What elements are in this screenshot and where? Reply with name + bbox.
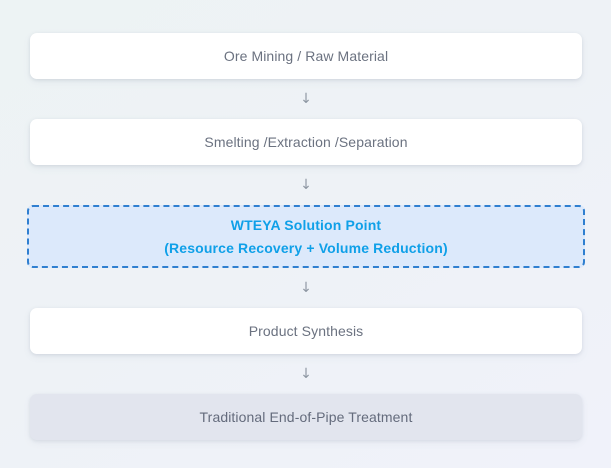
arrow-down-icon: ↓: [300, 366, 312, 382]
flow-node-smelting: Smelting /Extraction /Separation: [30, 119, 582, 165]
flow-node-label: Product Synthesis: [248, 322, 364, 339]
flow-node-product-synthesis: Product Synthesis: [30, 308, 582, 354]
flow-node-sublabel: (Resource Recovery + Volume Reduction): [164, 239, 448, 256]
arrow-down-icon: ↓: [300, 280, 312, 296]
flow-node-ore-mining: Ore Mining / Raw Material: [30, 33, 582, 79]
flow-connector-4: ↓: [30, 354, 582, 394]
flow-node-label: Smelting /Extraction /Separation: [204, 133, 408, 150]
flow-connector-2: ↓: [30, 165, 582, 205]
flow-node-label: Traditional End-of-Pipe Treatment: [199, 408, 413, 425]
flow-node-label: Ore Mining / Raw Material: [223, 47, 389, 64]
flow-connector-3: ↓: [30, 268, 582, 308]
flow-node-traditional-treatment: Traditional End-of-Pipe Treatment: [30, 394, 582, 440]
flow-node-wteya-solution-point: WTEYA Solution Point (Resource Recovery …: [27, 205, 585, 268]
arrow-down-icon: ↓: [300, 177, 312, 193]
arrow-down-icon: ↓: [300, 91, 312, 107]
flow-node-label: WTEYA Solution Point: [230, 217, 382, 234]
flow-connector-1: ↓: [30, 79, 582, 119]
